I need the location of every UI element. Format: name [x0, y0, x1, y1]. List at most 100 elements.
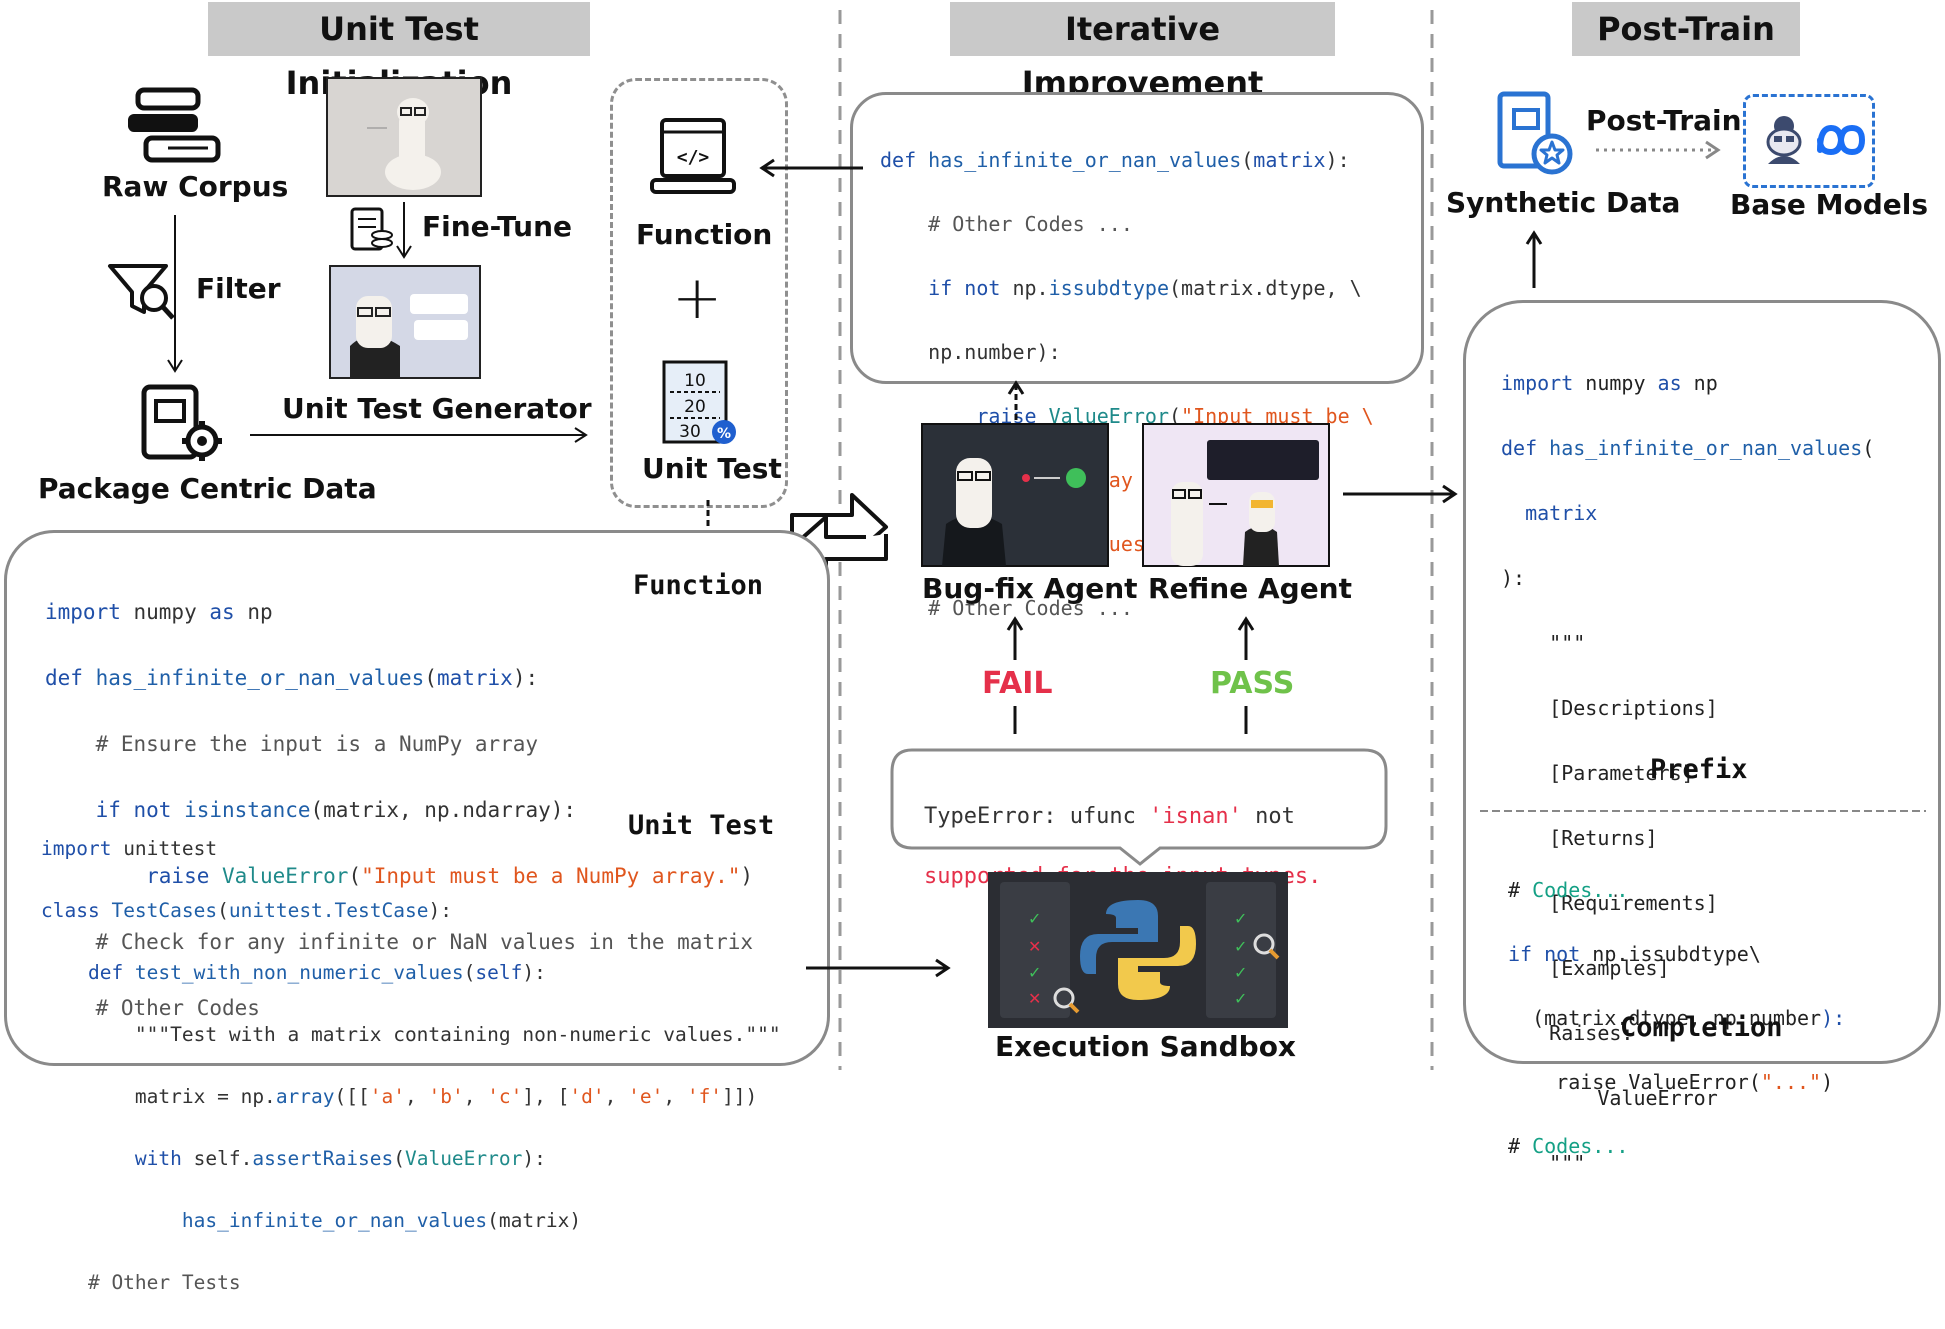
arrow-right — [806, 958, 951, 978]
code-line: np.number): — [880, 340, 1061, 364]
code-line: matrix = np.array([['a', 'b', 'c'], ['d'… — [41, 1085, 758, 1108]
svg-text:✓: ✓ — [1234, 989, 1247, 1008]
code-line: [Requirements] — [1501, 890, 1718, 915]
code-line: raise ValueError("Input must be a NumPy … — [45, 864, 754, 888]
arrow-up — [1525, 230, 1543, 288]
arrow-down — [396, 202, 412, 259]
code-line: ): — [1501, 565, 1526, 590]
fine-tune-label: Fine-Tune — [422, 210, 573, 243]
code-line: if not isinstance(matrix, np.ndarray): — [45, 798, 577, 822]
code-line: # Codes... — [1508, 878, 1629, 902]
code-line: class TestCases(unittest.TestCase): — [41, 899, 452, 922]
package-data-label: Package Centric Data — [38, 472, 377, 505]
code-line: raise ValueError("...") — [1508, 1070, 1834, 1094]
plus-sign: + — [672, 263, 723, 333]
svg-text:✓: ✓ — [1234, 937, 1247, 956]
base-models-label: Base Models — [1730, 188, 1929, 221]
code-line: (matrix.dtype, np.number): — [1508, 1006, 1846, 1030]
status-lines — [1013, 706, 1248, 734]
code-line: [Examples] — [1501, 955, 1670, 980]
svg-text:✓: ✓ — [1234, 909, 1247, 928]
arrow-left — [759, 158, 863, 178]
function-output-label: Function — [633, 570, 764, 601]
calendar-10: 10 — [684, 371, 706, 391]
llama-image — [326, 77, 482, 197]
svg-text:</>: </> — [677, 147, 710, 168]
package-gear-icon — [141, 384, 222, 461]
bugfix-agent-label: Bug-fix Agent — [922, 572, 1138, 605]
code-line: [Parameters] — [1501, 760, 1694, 785]
function-code: import numpy as np def has_infinite_or_n… — [45, 563, 753, 1058]
filter-label: Filter — [196, 272, 281, 305]
arrow-up — [1006, 616, 1024, 660]
code-line: def has_infinite_or_nan_values( — [1501, 435, 1875, 460]
unit-test-code-label: Unit Test — [628, 810, 775, 841]
section-title-iter: Iterative Improvement — [950, 2, 1335, 102]
code-line: def test_with_non_numeric_values(self): — [41, 961, 546, 984]
code-line: # Other Codes ... — [880, 212, 1133, 236]
arrow-right-dotted — [1596, 140, 1721, 160]
code-line: if not np.issubdtype\ — [1508, 942, 1761, 966]
prefix-completion-box — [1463, 300, 1941, 1064]
synthetic-data-icon — [1497, 91, 1573, 175]
code-line: # Other Codes ... — [880, 596, 1133, 620]
laptop-code-icon: </> — [650, 118, 736, 194]
code-line: Raises: — [1501, 1020, 1634, 1045]
code-line: [Returns] — [1501, 825, 1658, 850]
sandbox-label: Execution Sandbox — [995, 1030, 1296, 1063]
calendar-30: 30 — [679, 422, 701, 442]
code-line: def has_infinite_or_nan_values(matrix): — [880, 148, 1350, 172]
bugfix-agent-image — [921, 423, 1109, 567]
iter-code-box — [850, 92, 1424, 384]
code-line: import unittest — [41, 837, 218, 860]
code-line: # Other Tests — [41, 1271, 241, 1294]
llama-generator-image — [329, 265, 481, 379]
error-line: TypeError: ufunc 'isnan' not — [924, 804, 1295, 829]
pass-status: PASS — [1210, 666, 1295, 701]
svg-text:✓: ✓ — [1028, 963, 1041, 982]
post-train-label: Post-Train — [1586, 104, 1742, 137]
function-unittest-group — [610, 78, 788, 508]
filter-icon — [108, 264, 175, 320]
code-line: """ — [1501, 630, 1586, 655]
section-title-post: Post-Train — [1572, 2, 1800, 56]
code-line: # Check for any infinite or NaN values i… — [45, 930, 754, 954]
books-icon — [128, 87, 221, 163]
code-line: # Codes... — [1508, 1134, 1629, 1158]
arrow-right — [250, 427, 588, 443]
code-line: has_infinite_or_nan_values(matrix) — [181, 1209, 582, 1232]
completion-label: Completion — [1620, 1012, 1783, 1043]
base-models-box — [1743, 94, 1875, 188]
arrow-up-dashed — [1007, 380, 1025, 424]
code-line: """Test with a matrix containing non-num… — [41, 1023, 781, 1046]
unit-test-label: Unit Test — [642, 452, 782, 485]
calendar-percent-icon: 10 20 30 % — [662, 360, 736, 444]
execution-sandbox-image: ✓ ✕ ✓ ✕ ✓ ✓ ✓ ✓ — [988, 872, 1288, 1028]
code-line: import numpy as np — [45, 600, 273, 624]
refine-agent-label: Refine Agent — [1148, 572, 1352, 605]
synthetic-data-label: Synthetic Data — [1446, 186, 1681, 219]
svg-text:%: % — [717, 426, 731, 442]
test-code: import unittest class TestCases(unittest… — [41, 802, 781, 1329]
raw-corpus-label: Raw Corpus — [102, 170, 289, 203]
generator-label: Unit Test Generator — [282, 392, 592, 425]
code-line: # Other Codes — [45, 996, 260, 1020]
function-label: Function — [636, 218, 773, 251]
code-line: [Descriptions] — [1501, 695, 1718, 720]
document-stack-icon — [350, 207, 393, 251]
prefix-label: Prefix — [1650, 754, 1748, 785]
svg-text:✕: ✕ — [1028, 937, 1041, 956]
error-bubble — [890, 748, 1388, 866]
calendar-20: 20 — [684, 397, 706, 417]
arrow-down — [167, 215, 183, 373]
svg-text:✓: ✓ — [1234, 963, 1247, 982]
code-line: # Ensure the input is a NumPy array — [45, 732, 539, 756]
svg-text:✓: ✓ — [1028, 909, 1041, 928]
bot-avatar-icon — [1766, 116, 1802, 164]
meta-logo-icon — [1817, 124, 1866, 156]
code-line: def has_infinite_or_nan_values(matrix): — [45, 666, 539, 690]
arrow-right — [1343, 484, 1458, 504]
code-line: import numpy as np — [1501, 370, 1718, 395]
fail-status: FAIL — [982, 666, 1053, 701]
refine-agent-image — [1142, 423, 1330, 567]
